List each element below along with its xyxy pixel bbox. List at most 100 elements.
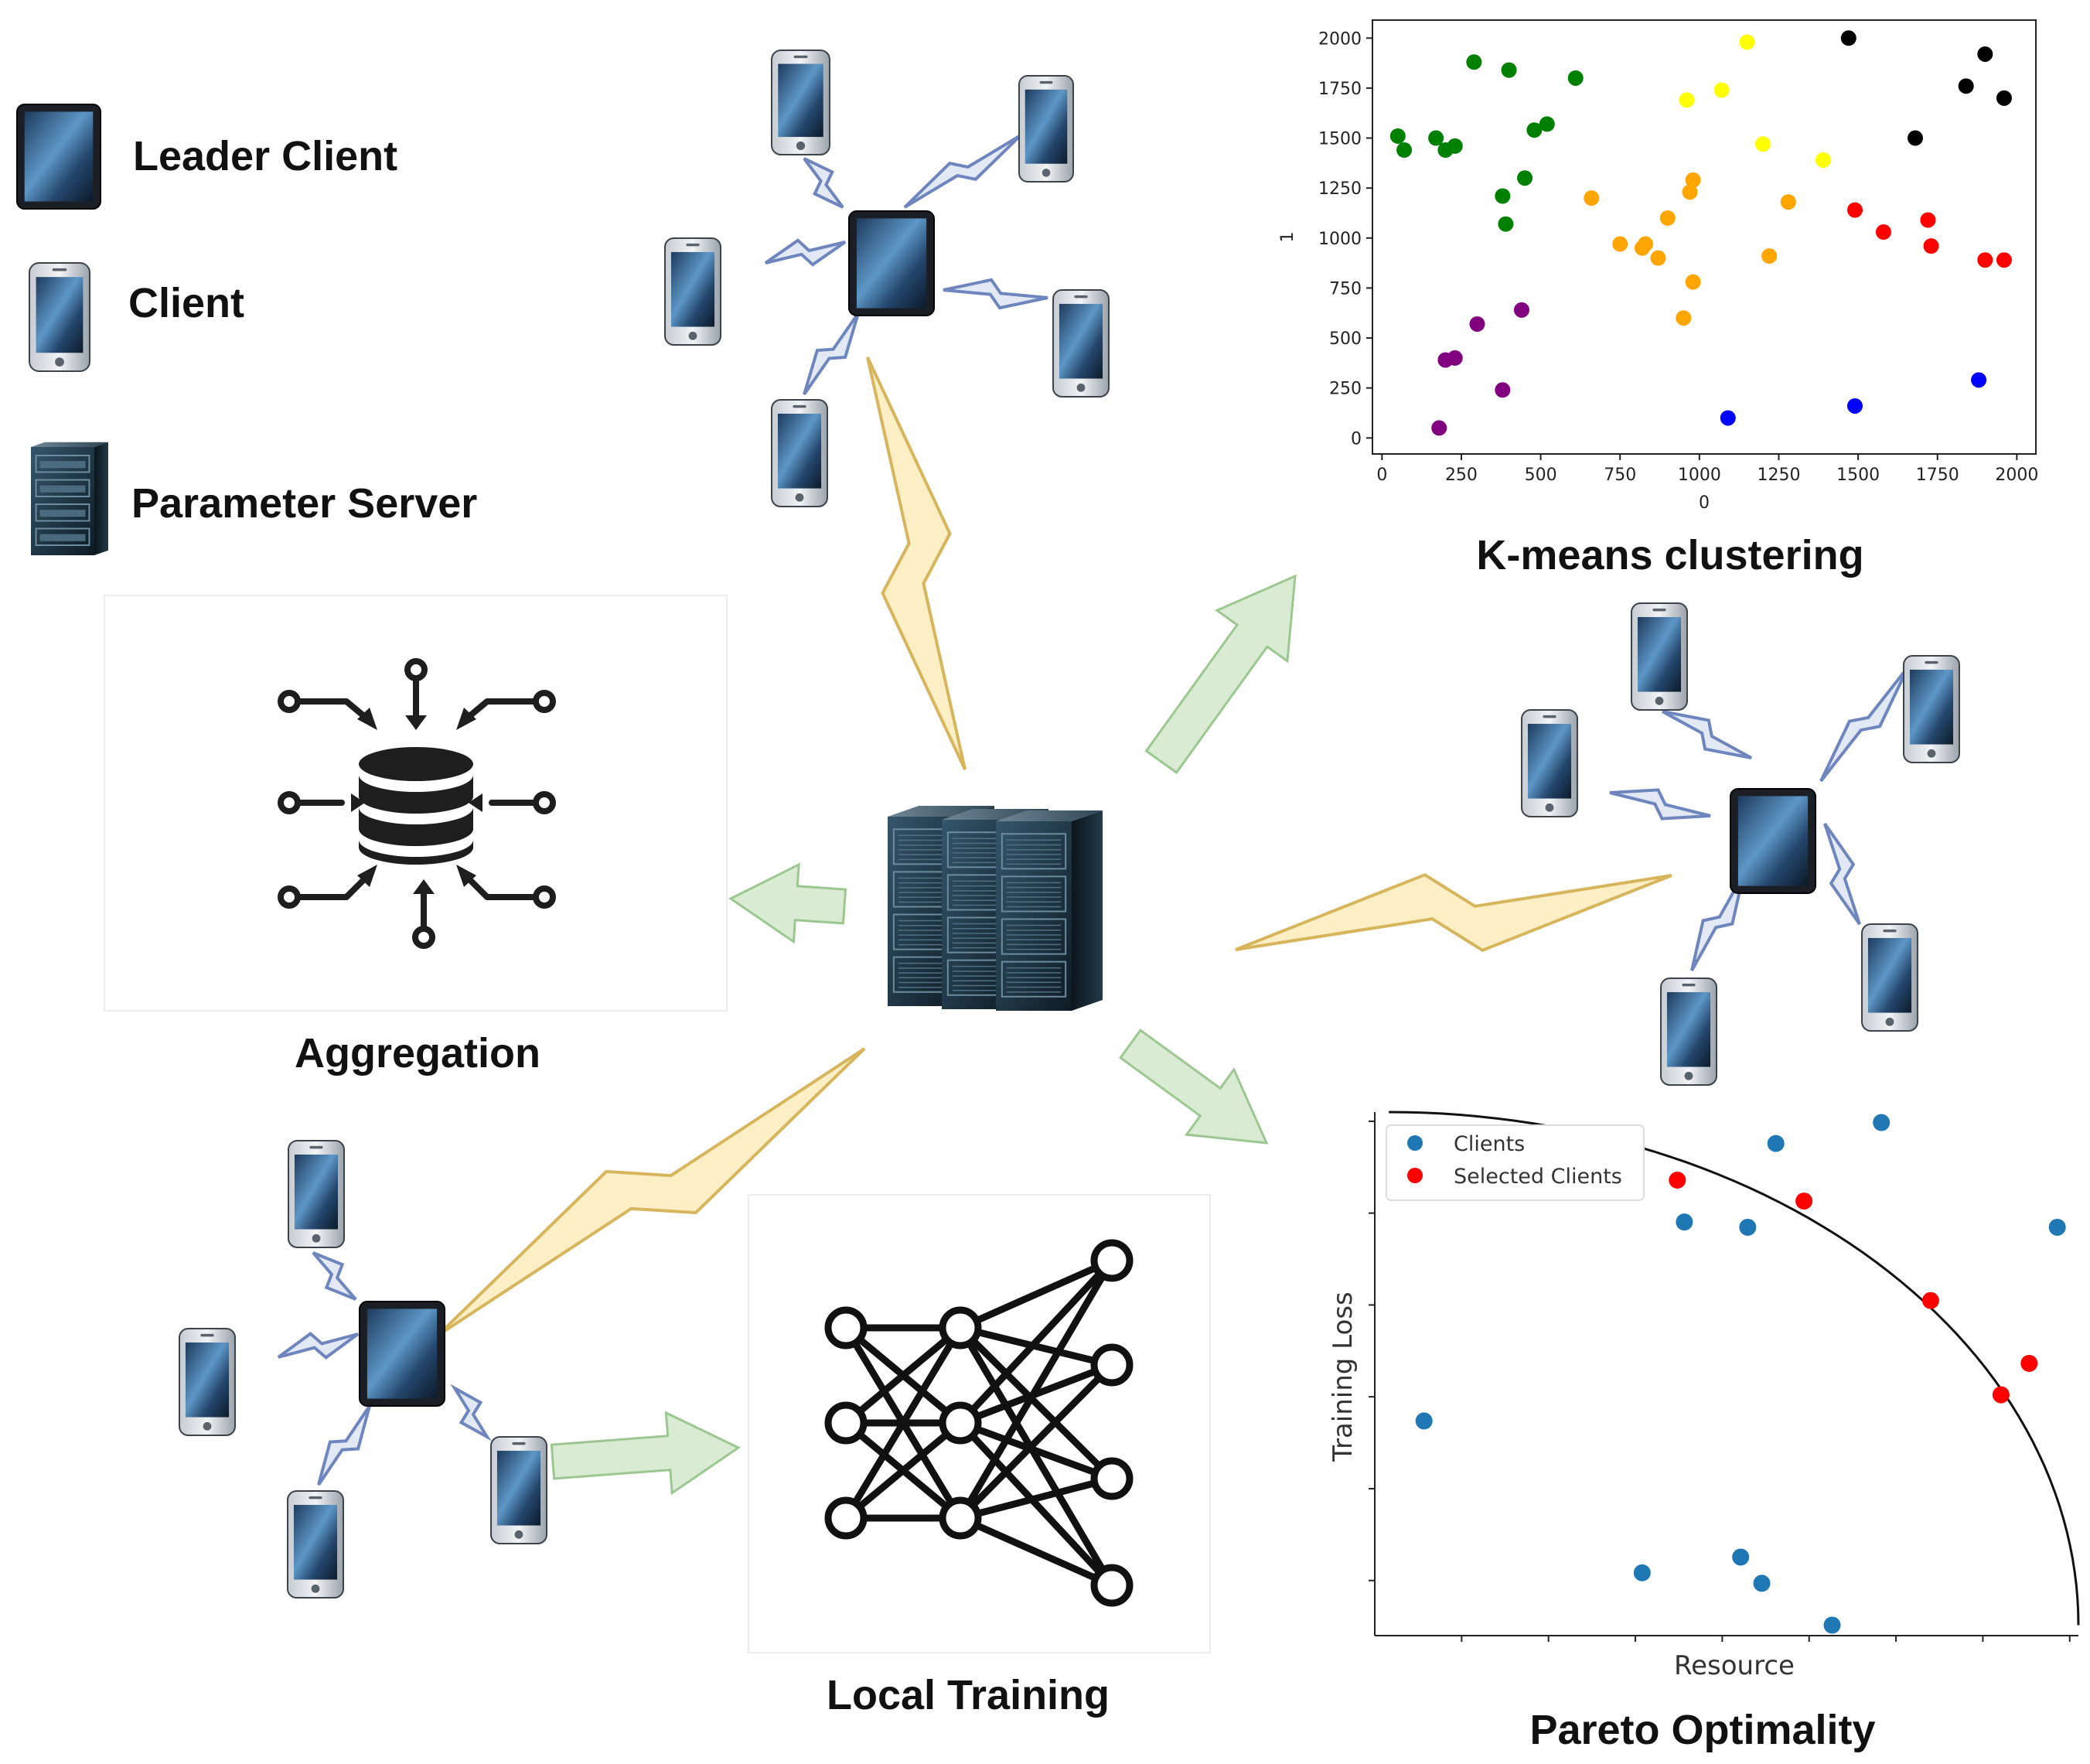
- pareto-point: [1415, 1412, 1433, 1430]
- kmeans-xtick-label: 500: [1525, 466, 1557, 485]
- kmeans-point: [1920, 212, 1936, 228]
- pareto-legend-label: Clients: [1454, 1132, 1525, 1156]
- client-top-1-icon: [771, 49, 830, 155]
- pareto-point: [1823, 1616, 1841, 1634]
- kmeans-point: [1638, 236, 1654, 252]
- client-link-bolts: [277, 134, 1910, 1486]
- pareto-xlabel: Resource: [1674, 1650, 1795, 1681]
- kmeans-xtick-label: 1750: [1916, 466, 1959, 485]
- client-right-5-icon: [1660, 978, 1717, 1086]
- client-right-2-icon: [1903, 655, 1960, 763]
- kmeans-point: [1754, 136, 1771, 152]
- kmeans-xtick-label: 250: [1445, 466, 1478, 485]
- client-bolt-6: [1662, 710, 1752, 759]
- client-bolt-5: [803, 312, 860, 396]
- pareto-ylabel: Training Loss: [1328, 1291, 1359, 1462]
- kmeans-point: [1650, 250, 1666, 266]
- kmeans-point: [1815, 152, 1831, 168]
- kmeans-point: [1679, 92, 1695, 108]
- client-top-2-icon: [1018, 75, 1074, 183]
- leader-client-right-icon: [1730, 788, 1816, 894]
- kmeans-point: [1971, 372, 1987, 388]
- arrow-to-aggregation: [728, 862, 847, 944]
- kmeans-plot-frame: [1372, 19, 2037, 455]
- server-bolt-right: [1235, 872, 1672, 953]
- kmeans-point: [1447, 350, 1463, 366]
- kmeans-point: [1501, 62, 1517, 78]
- kmeans-point: [1682, 184, 1698, 200]
- kmeans-ytick-label: 1000: [1318, 230, 1362, 249]
- kmeans-point: [1923, 238, 1939, 254]
- client-bolt-2: [903, 134, 1022, 209]
- client-bottom-4-icon: [287, 1490, 344, 1599]
- kmeans-point: [1847, 397, 1863, 414]
- kmeans-point: [1739, 34, 1755, 50]
- kmeans-point: [1685, 274, 1701, 290]
- kmeans-point: [1612, 236, 1628, 252]
- kmeans-point: [1958, 78, 1974, 94]
- arrow-to-kmeans: [1144, 574, 1297, 775]
- kmeans-point: [1977, 252, 1993, 268]
- kmeans-point: [1875, 224, 1891, 241]
- kmeans-point: [1720, 410, 1736, 426]
- pareto-point: [1669, 1172, 1686, 1189]
- devices-layer: [16, 49, 1960, 1599]
- kmeans-point: [1847, 202, 1863, 218]
- central-parameter-server: [888, 806, 1103, 1011]
- legend-leader-client-label: Leader Client: [133, 133, 397, 179]
- kmeans-point: [1996, 252, 2012, 268]
- kmeans-xtick-label: 1000: [1678, 466, 1721, 485]
- client-top-5-icon: [771, 399, 828, 507]
- client-right-1-icon: [1631, 602, 1688, 711]
- pareto-point: [1921, 1291, 1939, 1309]
- database-arrowheads: [351, 708, 482, 894]
- kmeans-point: [1428, 130, 1444, 146]
- client-bolt-8: [1609, 788, 1711, 821]
- client-bolt-11: [312, 1251, 357, 1301]
- kmeans-point: [1513, 302, 1529, 318]
- client-top-3-icon: [664, 237, 721, 346]
- kmeans-ytick-label: 1500: [1318, 130, 1362, 149]
- pareto-point: [2020, 1354, 2038, 1372]
- pareto-point: [1873, 1114, 1891, 1131]
- kmeans-point: [1539, 116, 1555, 132]
- legend-parameter-server-label: Parameter Server: [131, 480, 477, 527]
- kmeans-point: [1685, 172, 1701, 188]
- kmeans-point: [1676, 310, 1692, 326]
- client-bolt-9: [1823, 822, 1861, 926]
- kmeans-point: [1447, 138, 1463, 154]
- pareto-legend-box: [1386, 1124, 1645, 1201]
- client-bolt-1: [803, 157, 844, 209]
- pareto-point: [1676, 1213, 1693, 1231]
- pareto-point: [1633, 1564, 1651, 1581]
- kmeans-xtick-label: 0: [1376, 466, 1387, 485]
- pareto-label: Pareto Optimality: [1529, 1707, 1875, 1753]
- kmeans-point: [1713, 82, 1730, 98]
- pareto-legend-marker: [1407, 1168, 1423, 1183]
- kmeans-point: [1584, 190, 1600, 206]
- kmeans-point: [1495, 382, 1511, 398]
- legend-server-icon: [31, 442, 108, 555]
- kmeans-point: [1996, 90, 2012, 106]
- arrow-to-pareto: [1119, 1029, 1269, 1145]
- kmeans-label: K-means clustering: [1476, 532, 1863, 578]
- legend-client-label: Client: [128, 280, 244, 326]
- flow-arrows: [550, 574, 1297, 1496]
- kmeans-point: [1466, 54, 1482, 70]
- database-icon: [278, 658, 556, 949]
- leader-client-top-icon: [848, 210, 935, 316]
- server-bolt-bottom: [436, 1047, 866, 1337]
- client-bolt-4: [943, 278, 1048, 310]
- pareto-point: [2048, 1218, 2066, 1236]
- client-bottom-1-icon: [288, 1140, 345, 1248]
- client-bolt-13: [450, 1384, 492, 1442]
- kmeans-ytick-label: 0: [1351, 429, 1362, 449]
- client-right-3-icon: [1521, 709, 1578, 817]
- local-training-label: Local Training: [827, 1672, 1110, 1718]
- kmeans-point: [1431, 420, 1447, 436]
- kmeans-point: [1567, 70, 1584, 86]
- legend-leader-client-icon: [16, 104, 101, 210]
